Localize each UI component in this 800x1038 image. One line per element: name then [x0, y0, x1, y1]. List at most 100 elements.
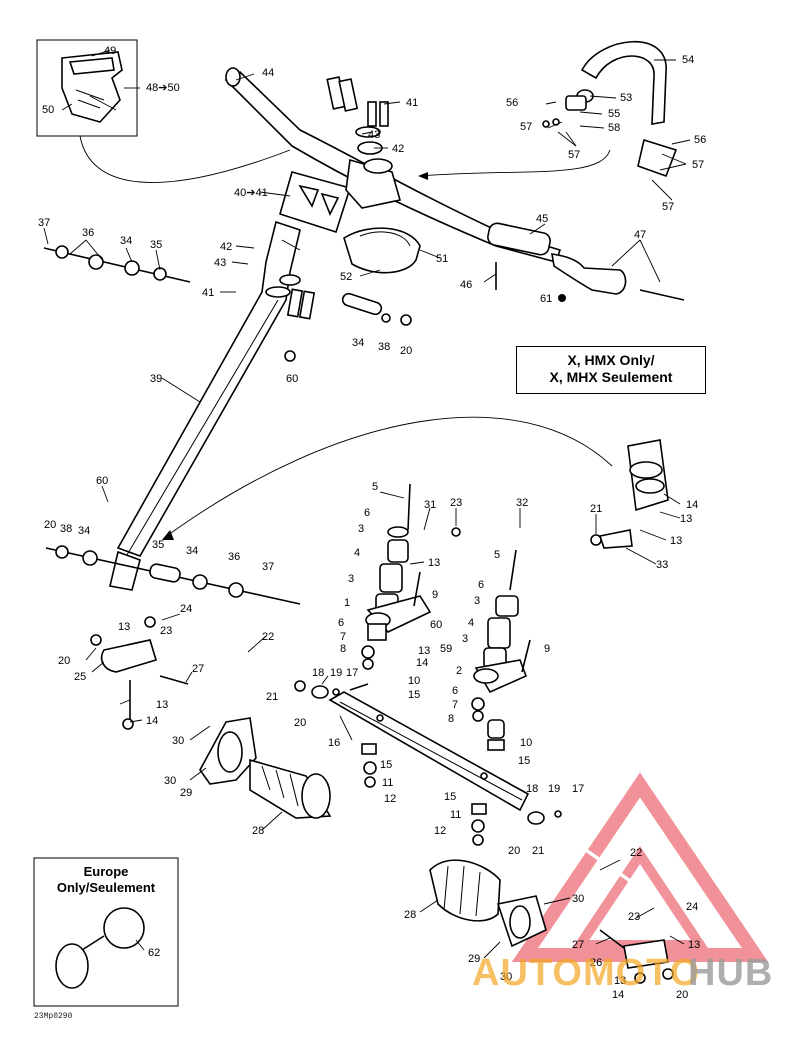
label-14: 14 — [686, 499, 698, 511]
label-37-b: 37 — [262, 561, 274, 573]
label-30: 30 — [172, 735, 184, 747]
label-13: 13 — [680, 513, 692, 525]
label-49: 49 — [104, 45, 116, 57]
label-26: 26 — [590, 957, 602, 969]
watermark-text-b: HUB — [688, 952, 774, 994]
label-31: 31 — [424, 499, 436, 511]
leader-lines — [43, 49, 691, 959]
label-56: 56 — [506, 97, 518, 109]
label-57-b: 57 — [568, 149, 580, 161]
label-4-b: 4 — [468, 617, 474, 629]
label-37: 37 — [38, 217, 50, 229]
label-19-b: 19 — [548, 783, 560, 795]
label-18-b: 18 — [526, 783, 538, 795]
label-29: 29 — [180, 787, 192, 799]
label-21-c: 21 — [532, 845, 544, 857]
watermark-text-a: AUTOMOTO — [472, 952, 701, 994]
models-note-box — [516, 346, 706, 394]
label-44: 44 — [262, 67, 274, 79]
label-42-b: 42 — [220, 241, 232, 253]
label-8: 8 — [340, 643, 346, 655]
label-27-b: 27 — [572, 939, 584, 951]
steering-cover — [343, 227, 421, 274]
label-38-b: 38 — [60, 523, 72, 535]
label-61: 61 — [540, 293, 552, 305]
label-13-d: 13 — [418, 645, 430, 657]
label-15: 15 — [408, 689, 420, 701]
label-17-b: 17 — [572, 783, 584, 795]
label-14-d: 14 — [612, 989, 624, 1001]
label-52: 52 — [340, 271, 352, 283]
label-30-c: 30 — [572, 893, 584, 905]
label-6-d: 6 — [452, 685, 458, 697]
label-12-b: 12 — [434, 825, 446, 837]
label-14-b: 14 — [416, 657, 428, 669]
label-12: 12 — [384, 793, 396, 805]
left-tie-rod — [144, 616, 369, 699]
label-55: 55 — [608, 108, 620, 120]
label-54: 54 — [682, 54, 694, 66]
europe-note-text: Europe Only/Seulement — [56, 864, 156, 895]
label-3: 3 — [358, 523, 364, 535]
label-60: 60 — [286, 373, 298, 385]
ball-joint-kit — [341, 292, 412, 326]
label-28-b: 28 — [404, 909, 416, 921]
label-5: 5 — [372, 481, 378, 493]
hand-guard-insert — [61, 51, 123, 123]
riser-block — [326, 76, 402, 209]
label-47: 47 — [634, 229, 646, 241]
label-38: 38 — [378, 341, 390, 353]
inset-frame-europe — [33, 857, 179, 1007]
label-11-b: 11 — [450, 809, 461, 821]
label-3-c: 3 — [474, 595, 480, 607]
brake-lever-hose — [542, 40, 678, 178]
right-steering-arm-stack — [471, 549, 531, 751]
label-36-b: 36 — [228, 551, 240, 563]
label-34: 34 — [120, 235, 132, 247]
callout-labels: 44 41 43 42 54 53 56 55 57 58 56 57 57 5… — [38, 45, 706, 1001]
label-27: 27 — [192, 663, 204, 675]
label-18: 18 — [312, 667, 324, 679]
label-15-c: 15 — [380, 759, 392, 771]
label-23-b: 23 — [160, 625, 172, 637]
label-56-b: 56 — [694, 134, 706, 146]
label-41: 41 — [406, 97, 418, 109]
label-13-b: 13 — [670, 535, 682, 547]
label-46: 46 — [460, 279, 472, 291]
label-7: 7 — [340, 631, 346, 643]
label-11: 11 — [382, 777, 393, 789]
label-20-c: 20 — [58, 655, 70, 667]
label-13-f: 13 — [156, 699, 168, 711]
label-19: 19 — [330, 667, 342, 679]
label-50: 50 — [42, 104, 54, 116]
left-boot-assembly — [199, 717, 332, 819]
label-13-e: 13 — [118, 621, 130, 633]
label-21: 21 — [590, 503, 602, 515]
label-34-b: 34 — [352, 337, 364, 349]
label-32: 32 — [516, 497, 528, 509]
label-28: 28 — [252, 825, 264, 837]
label-20-b: 20 — [44, 519, 56, 531]
label-4: 4 — [354, 547, 360, 559]
label-15-b: 15 — [518, 755, 530, 767]
steering-bar-plate — [328, 691, 530, 846]
label-53: 53 — [620, 92, 632, 104]
label-3-b: 3 — [348, 573, 354, 585]
grip-and-throttle — [487, 222, 685, 302]
label-6-c: 6 — [338, 617, 344, 629]
left-spindle — [90, 634, 189, 730]
label-43-b: 43 — [214, 257, 226, 269]
label-6-b: 6 — [478, 579, 484, 591]
label-23: 23 — [450, 497, 462, 509]
label-25: 25 — [74, 671, 86, 683]
label-39: 39 — [150, 373, 162, 385]
right-boot-assembly — [429, 859, 547, 948]
label-21-b: 21 — [266, 691, 278, 703]
label-3-d: 3 — [462, 633, 468, 645]
label-34-d: 34 — [186, 545, 198, 557]
label-17: 17 — [346, 667, 358, 679]
label-6: 6 — [364, 507, 370, 519]
label-20: 20 — [400, 345, 412, 357]
label-48-50: 48➔50 — [146, 82, 180, 94]
